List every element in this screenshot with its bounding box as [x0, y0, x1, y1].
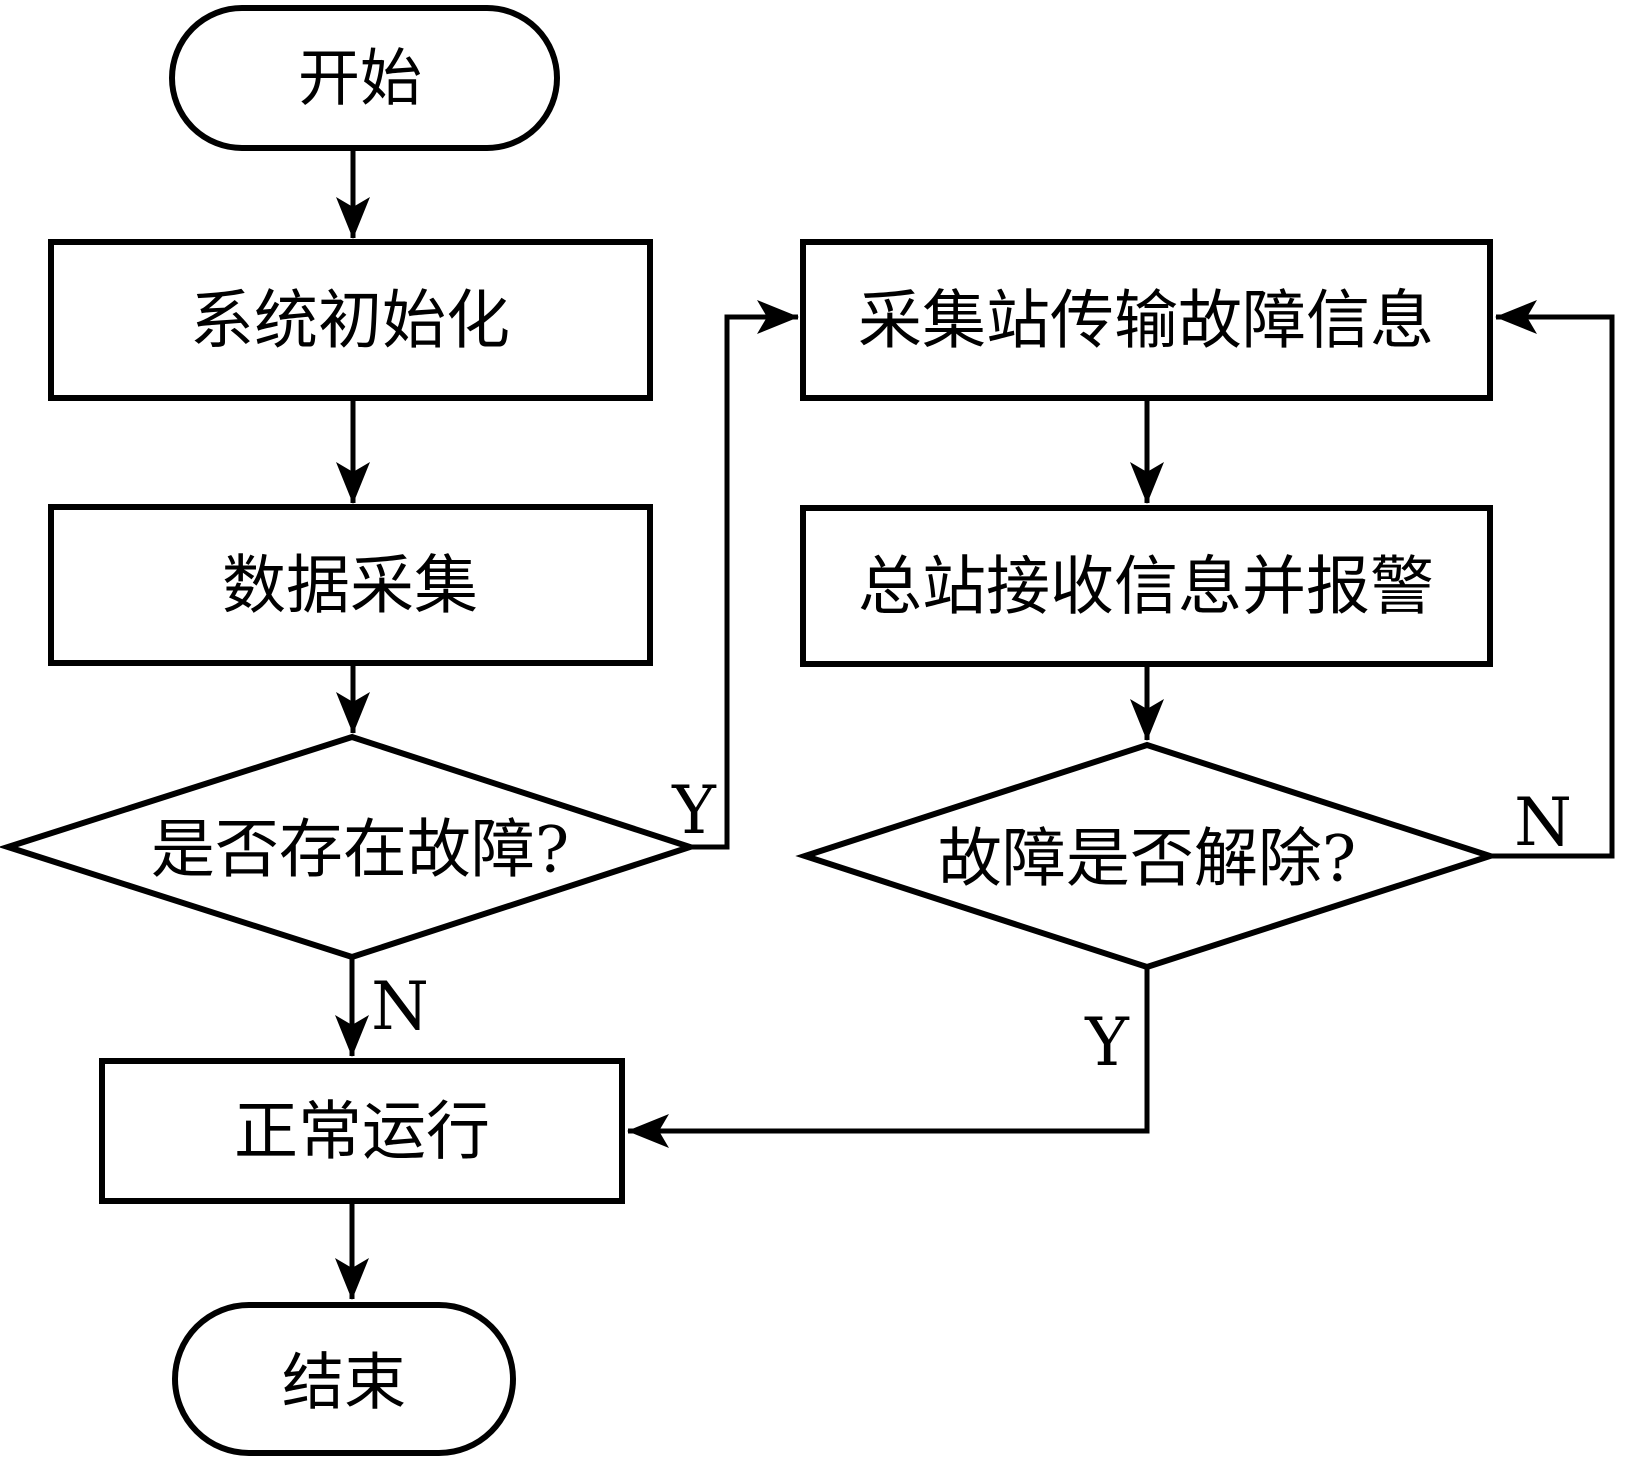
label-faultcheck-yes: Y [671, 772, 717, 849]
label-clearcheck-no: N [1514, 784, 1572, 861]
collect-label: 数据采集 [222, 549, 478, 623]
transmit-process-box [800, 239, 1493, 401]
receive-process-box [800, 505, 1493, 667]
end-terminal [172, 1302, 516, 1456]
transmit-label: 采集站传输故障信息 [858, 284, 1434, 358]
fault-check-label: 是否存在故障? [151, 813, 569, 887]
receive-label: 总站接收信息并报警 [858, 550, 1434, 624]
normal-label: 正常运行 [234, 1095, 490, 1169]
edge-clearcheck-no [1490, 300, 1615, 859]
normal-process-box [99, 1058, 625, 1204]
fault-check-decision [0, 733, 700, 961]
init-process-box [48, 239, 653, 401]
label-faultcheck-no: N [371, 968, 429, 1045]
end-label: 结束 [282, 1346, 406, 1419]
init-label: 系统初始化 [190, 284, 510, 358]
edge-faultcheck-yes [690, 300, 799, 850]
start-terminal [169, 5, 560, 151]
label-clearcheck-yes: Y [1084, 1004, 1130, 1081]
edge-clearcheck-yes [627, 967, 1150, 1148]
start-label: 开始 [298, 42, 422, 115]
collect-process-box [48, 504, 653, 666]
clear-check-decision [795, 741, 1500, 971]
clear-check-label: 故障是否解除? [938, 822, 1356, 896]
